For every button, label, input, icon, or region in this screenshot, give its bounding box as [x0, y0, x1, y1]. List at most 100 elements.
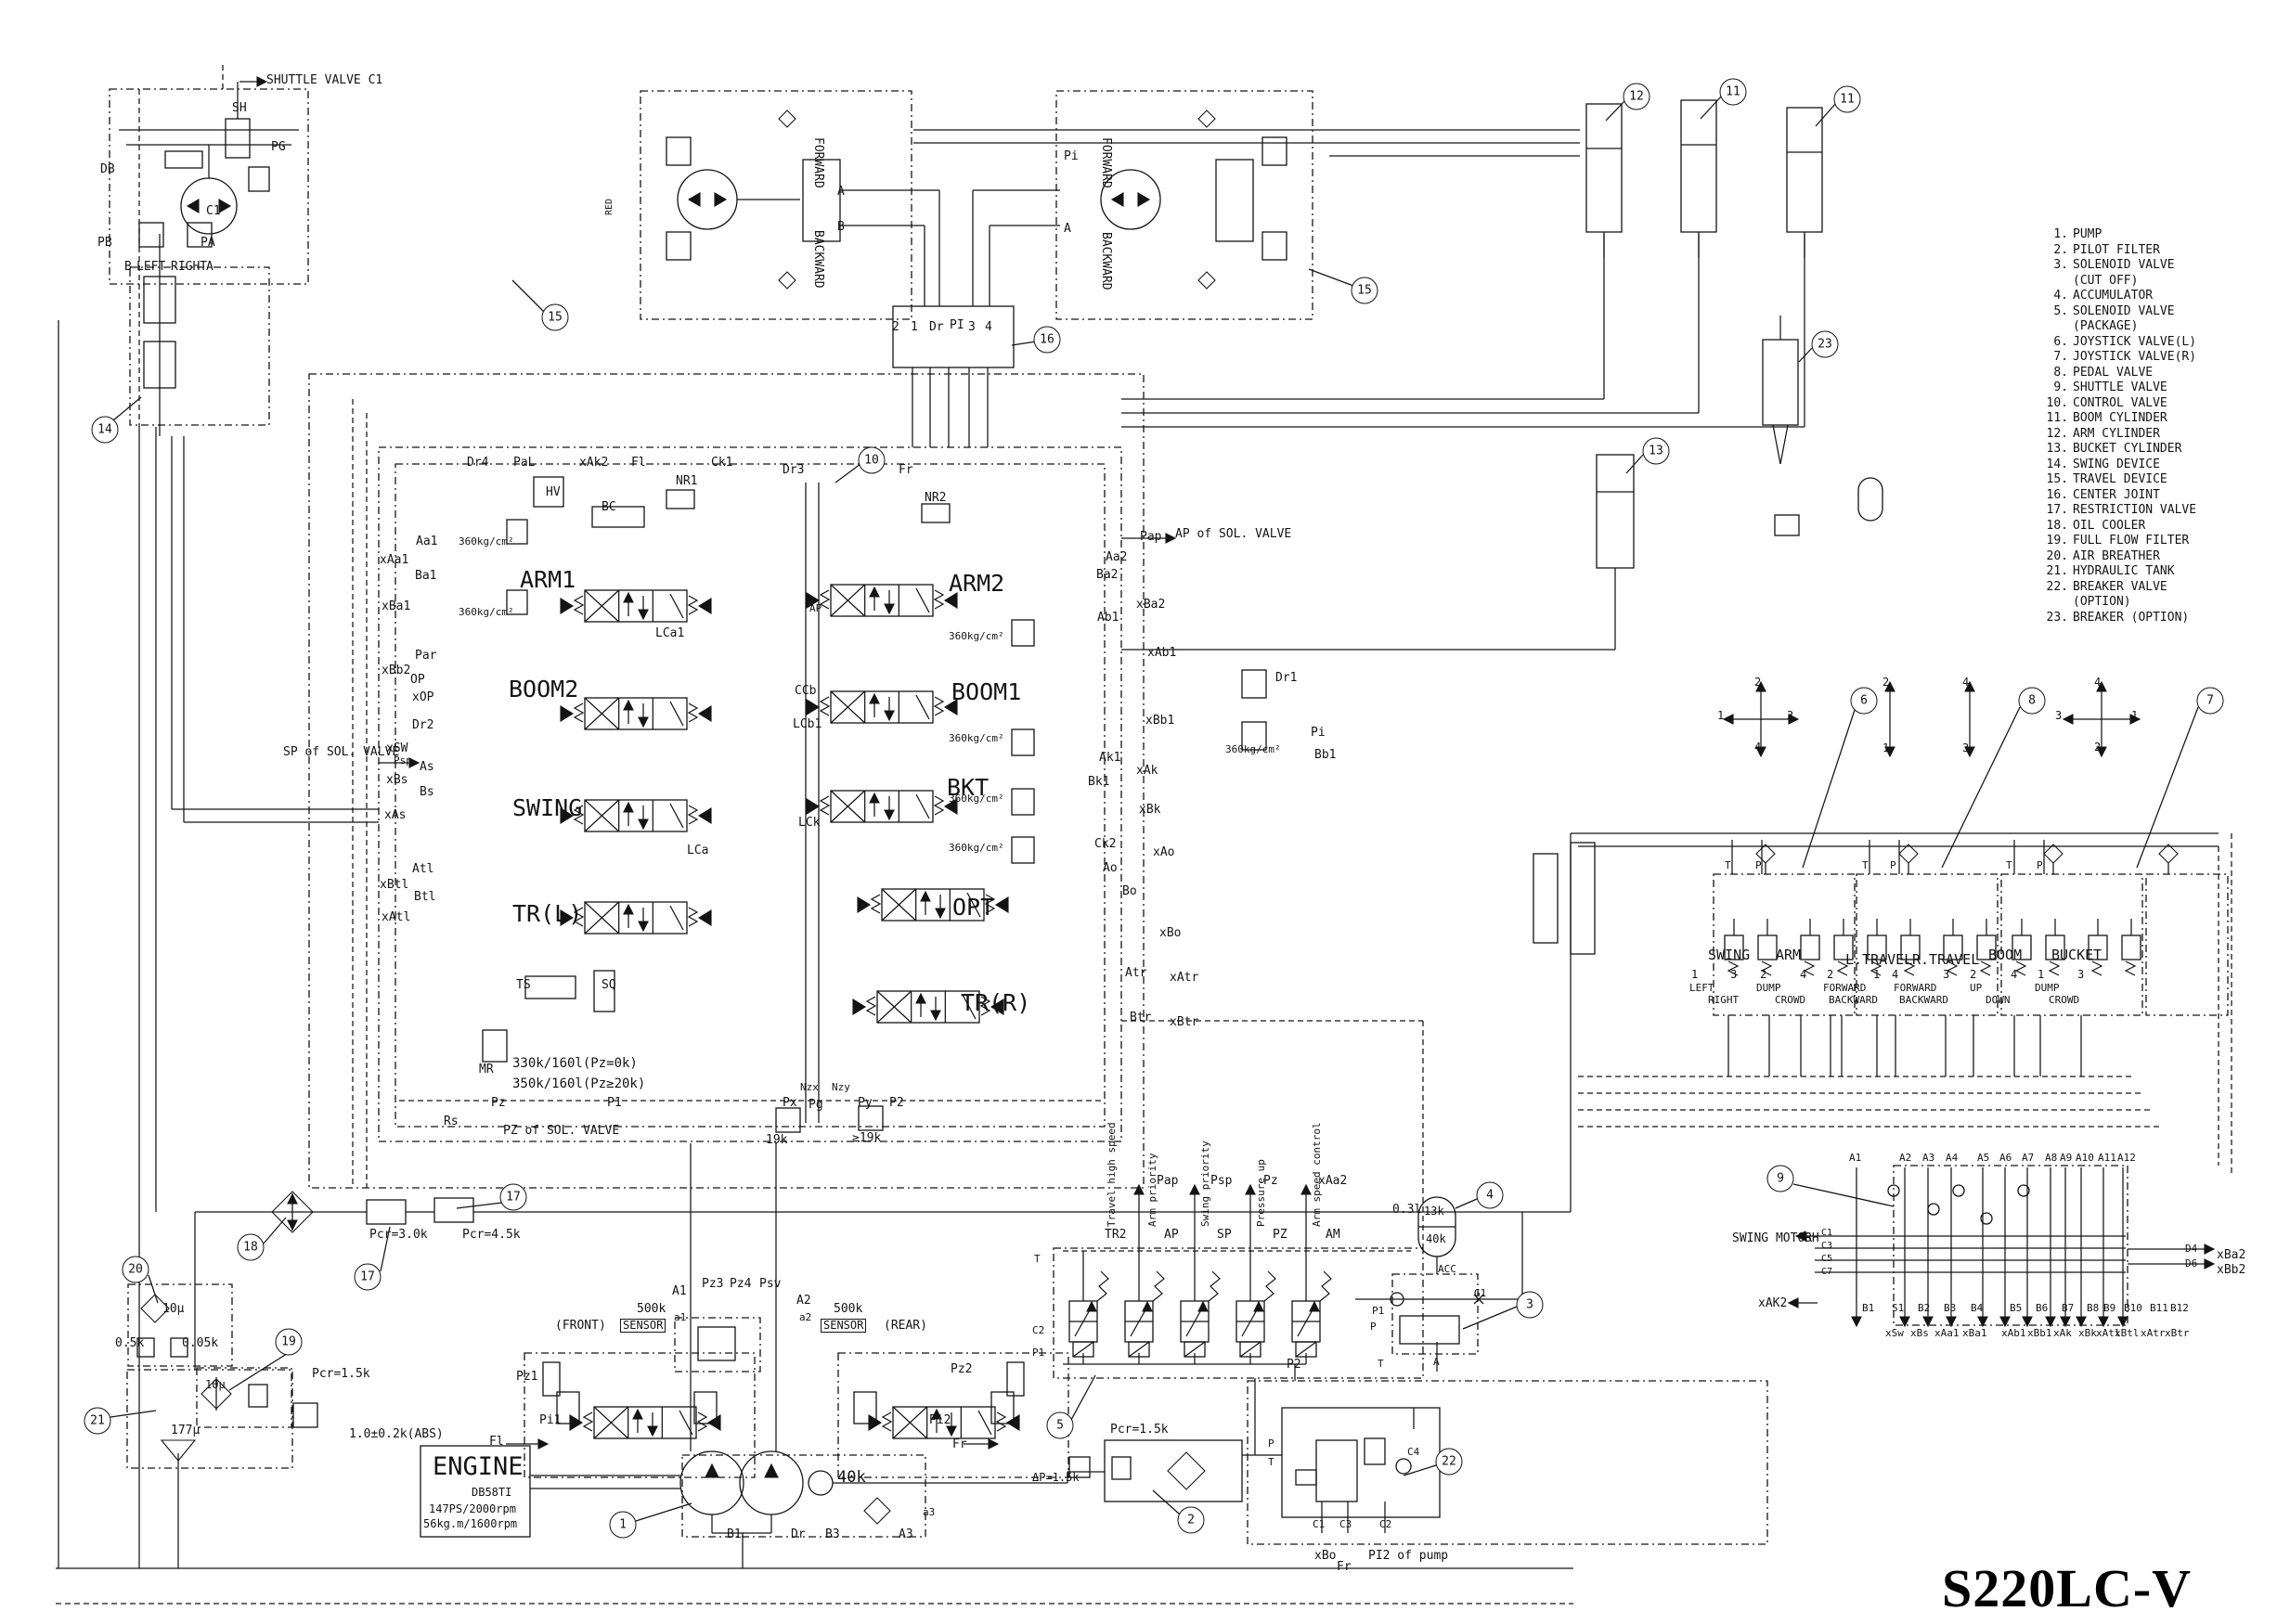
schematic-label: R.TRAVEL [1912, 951, 1980, 968]
schematic-label: xAk2 [579, 456, 609, 470]
schematic-label: 177μ [171, 1424, 201, 1437]
schematic-label: Btr [1130, 1011, 1152, 1025]
schematic-label: C1 [206, 204, 221, 218]
schematic-label: A11 [2098, 1152, 2116, 1164]
schematic-label: A1 [1849, 1152, 1862, 1164]
schematic-label: C4 [1407, 1446, 1420, 1458]
schematic-label: G1 [1474, 1287, 1487, 1299]
schematic-label: 1 [1882, 741, 1890, 754]
schematic-label: 56kg.m/1600rpm [423, 1517, 518, 1530]
schematic-label: LEFT [1689, 982, 1714, 994]
schematic-label: xAa1 [380, 553, 409, 567]
schematic-label: 3 [1730, 968, 1738, 981]
parts-list-item: 12.ARM CYLINDER [2046, 426, 2160, 441]
schematic-label: xAtl [382, 910, 411, 924]
schematic-label: Aa2 [1106, 550, 1128, 564]
schematic-label: Ck1 [711, 456, 733, 470]
part-callout: 15 [1351, 277, 1378, 304]
schematic-label: A [837, 185, 845, 199]
schematic-label: FORWARD [1823, 982, 1867, 994]
schematic-label: Pcr=1.5k [1110, 1423, 1169, 1437]
schematic-label: D4 [2185, 1243, 2198, 1255]
parts-list-item: 19.FULL FLOW FILTER [2046, 534, 2190, 548]
parts-list-item: 3.SOLENOID VALVE [2053, 258, 2175, 272]
schematic-label: xOP [412, 690, 434, 704]
schematic-label: Ba2 [1096, 568, 1119, 582]
schematic-label: B9 [2103, 1302, 2116, 1314]
schematic-label: D6 [2185, 1257, 2198, 1270]
schematic-label: P [2037, 859, 2043, 871]
schematic-label: 19k [766, 1133, 788, 1147]
schematic-label: (FRONT) [555, 1319, 606, 1333]
schematic-label: DOWN [1986, 994, 2011, 1006]
schematic-label: BOOM2 [509, 676, 579, 702]
schematic-label: a3 [923, 1506, 936, 1518]
part-callout: 14 [91, 416, 119, 444]
schematic-label: xAo [1153, 845, 1175, 859]
schematic-label: 10μ [205, 1378, 226, 1391]
schematic-label: 40k [837, 1468, 866, 1487]
schematic-label: 0.05k [182, 1336, 219, 1350]
schematic-label: Ao [1103, 861, 1118, 875]
part-callout: 13 [1642, 437, 1670, 465]
schematic-label: xAK2 [1758, 1296, 1788, 1310]
schematic-label: P [1890, 859, 1896, 871]
schematic-label: xBs [386, 773, 408, 787]
schematic-label: xBb2 [2217, 1263, 2246, 1277]
parts-list-item: 23.BREAKER (OPTION) [2046, 610, 2190, 625]
schematic-label: AM [1326, 1228, 1340, 1242]
schematic-label: PZ [1273, 1228, 1287, 1242]
schematic-label: xBo [1159, 926, 1182, 940]
part-callout: 16 [1033, 326, 1061, 354]
schematic-label: SWING [1708, 947, 1751, 963]
schematic-label: B7 [2062, 1302, 2075, 1314]
schematic-label: 2 [1760, 968, 1767, 981]
schematic-label: A5 [1977, 1152, 1990, 1164]
schematic-label: 40k [1426, 1232, 1446, 1245]
parts-list-item: 8.PEDAL VALVE [2053, 365, 2154, 380]
schematic-label: Pz2 [951, 1362, 973, 1376]
schematic-label: Pressure up [1255, 1159, 1267, 1227]
schematic-label: S1 [1892, 1302, 1905, 1314]
schematic-label: Nzx [800, 1081, 819, 1093]
schematic-label: Dr2 [412, 718, 434, 732]
schematic-label: Par [415, 649, 437, 663]
schematic-label: C3 [1821, 1241, 1833, 1251]
part-callout: 5 [1046, 1411, 1074, 1439]
schematic-label: 2 [1754, 676, 1762, 689]
schematic-label: Aa1 [416, 535, 438, 548]
part-callout: 23 [1811, 330, 1839, 358]
schematic-label: SENSOR [821, 1319, 867, 1333]
schematic-label: xBtl [2115, 1327, 2140, 1339]
parts-list-item: 20.AIR BREATHER [2046, 548, 2160, 563]
schematic-label: Dr1 [1275, 671, 1298, 685]
schematic-label: A3 [899, 1527, 913, 1541]
schematic-label: xBk [1139, 803, 1161, 817]
schematic-label: xBa1 [382, 599, 411, 613]
schematic-label: C2 [1379, 1518, 1392, 1530]
schematic-label: A12 [2117, 1152, 2136, 1164]
schematic-label: B [837, 220, 845, 234]
schematic-label: Ab1 [1097, 611, 1119, 625]
parts-list-item: 15.TRAVEL DEVICE [2046, 472, 2167, 486]
schematic-label: LCa1 [655, 626, 685, 640]
schematic-label: AP of SOL. VALVE [1175, 527, 1292, 541]
part-callout: 17 [354, 1263, 382, 1291]
schematic-label: 3 [2077, 968, 2085, 981]
schematic-label: Bk1 [1088, 775, 1110, 789]
schematic-label: PI [950, 318, 964, 332]
schematic-label: Pz1 [516, 1370, 538, 1384]
schematic-label: TS [516, 978, 531, 992]
schematic-label: A4 [1946, 1152, 1959, 1164]
schematic-label: L.TRAVEL [1845, 951, 1913, 968]
schematic-label: C7 [1821, 1267, 1833, 1277]
schematic-label: Pz [491, 1096, 506, 1110]
schematic-label: 360kg/cm² [949, 842, 1004, 854]
schematic-label: 500k [637, 1302, 666, 1316]
parts-list-item: 7.JOYSTICK VALVE(R) [2053, 350, 2197, 364]
schematic-label: xAtl [2096, 1327, 2121, 1339]
schematic-label: A8 [2045, 1152, 2058, 1164]
schematic-label: C3 [1339, 1518, 1352, 1530]
schematic-label: 3 [1943, 968, 1950, 981]
